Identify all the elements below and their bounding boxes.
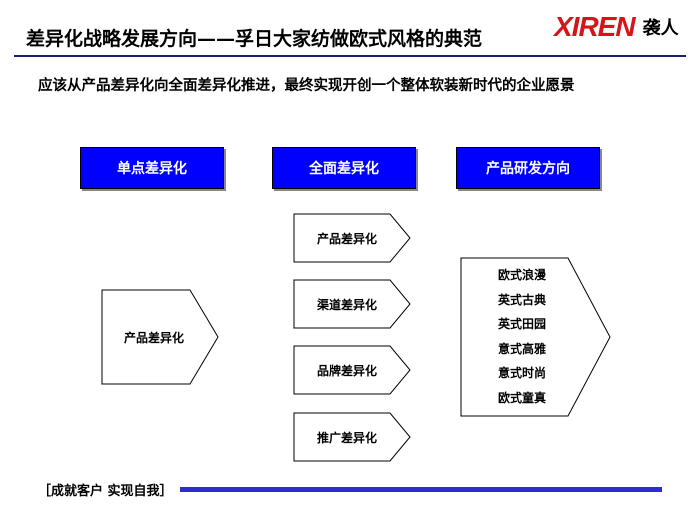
branch-label: 渠道差异化 (316, 297, 377, 312)
branch-label: 产品差异化 (316, 231, 377, 246)
source-label: 产品差异化 (123, 330, 184, 345)
column-header-single-point: 单点差异化 (80, 147, 224, 189)
column-header-comprehensive: 全面差异化 (272, 147, 416, 189)
style-item: 英式田园 (497, 317, 546, 332)
intro-text: 应该从产品差异化向全面差异化推进，最终实现开创一个整体软装新时代的企业愿景 (38, 77, 575, 94)
brand-logo: XIREN 袭人 (554, 10, 679, 44)
branch-label: 推广差异化 (316, 430, 377, 445)
footer-bar (180, 487, 662, 492)
style-item: 意式高雅 (497, 341, 546, 356)
style-item: 欧式童真 (497, 390, 546, 405)
style-item: 英式古典 (497, 292, 546, 307)
footer-slogan: ［成就客户 实现自我］ (38, 484, 173, 499)
branch-pentagon-2 (293, 279, 411, 329)
branch-pentagon-3 (293, 345, 411, 395)
style-item: 欧式浪漫 (497, 268, 546, 282)
branch-pentagon-1 (293, 213, 411, 263)
branch-pentagon-4 (293, 412, 411, 462)
column-header-rd-direction: 产品研发方向 (456, 147, 600, 189)
logo-chinese-name: 袭人 (642, 18, 679, 39)
style-item: 意式时尚 (497, 366, 546, 381)
page-title: 差异化战略发展方向——孚日大家纺做欧式风格的典范 (26, 28, 483, 50)
branch-label: 品牌差异化 (316, 363, 377, 378)
source-pentagon (101, 289, 219, 385)
logo-mark: XIREN (554, 11, 636, 42)
styles-pentagon (460, 257, 611, 417)
header-divider (14, 55, 686, 57)
style-list: 欧式浪漫 英式古典 英式田园 意式高雅 意式时尚 欧式童真 (462, 263, 582, 411)
